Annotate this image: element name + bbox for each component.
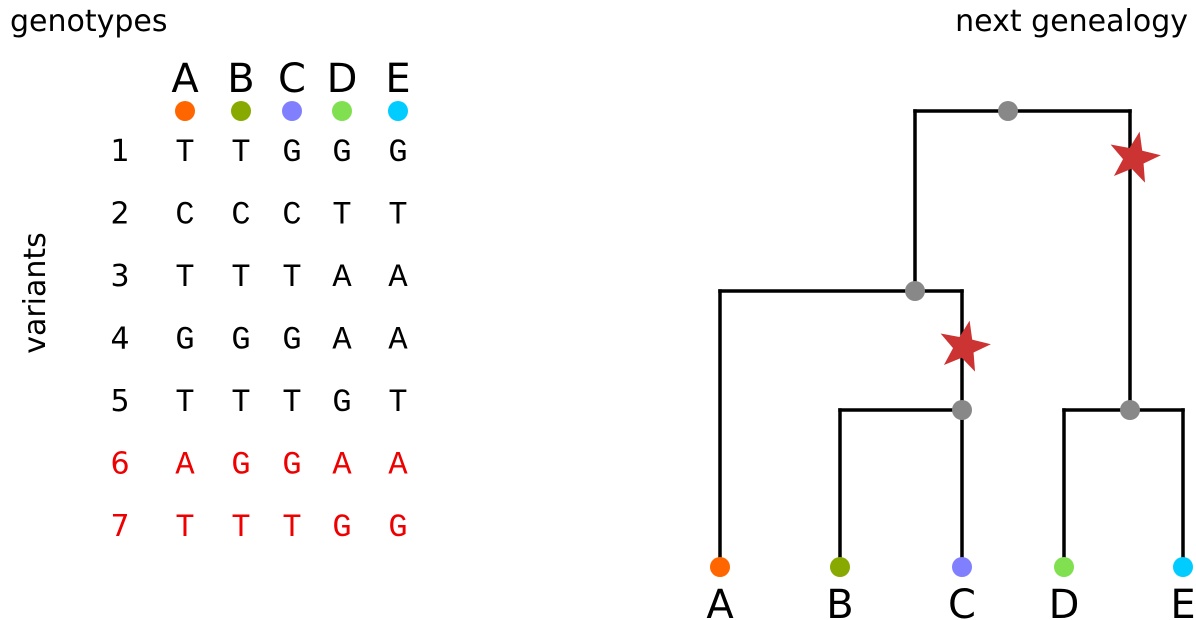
tree-leaf-labels: A B C D E [706, 582, 1195, 620]
genotype-cell-3-E: A [388, 259, 408, 296]
sample-header-C: C [278, 56, 306, 102]
genealogy-tree: A B C D E [706, 101, 1196, 620]
leaf-label-B: B [826, 582, 853, 620]
genotype-cell-1-C: G [282, 134, 301, 171]
internal-node-root [998, 101, 1018, 121]
sample-color-dot-B [231, 101, 251, 121]
genotype-cell-4-B: G [231, 322, 250, 359]
genotype-cell-7-D: G [332, 509, 351, 546]
genotype-cell-5-B: T [231, 384, 250, 421]
sample-header-E: E [385, 56, 410, 102]
genotype-cell-2-D: T [332, 197, 351, 234]
variant-number-6: 6 [110, 447, 129, 482]
sample-color-dot-E [388, 101, 408, 121]
leaf-node-A [710, 557, 730, 577]
genotype-cell-3-D: A [332, 259, 352, 296]
sample-color-dot-C [282, 101, 302, 121]
internal-node-DE [1120, 400, 1140, 420]
leaf-label-C: C [948, 582, 976, 620]
genotype-cell-4-C: G [282, 322, 301, 359]
leaf-node-B [830, 557, 850, 577]
leaf-node-E [1173, 557, 1193, 577]
variant-number-3: 3 [110, 259, 129, 294]
genotypes-title: genotypes [10, 4, 168, 39]
genotype-cell-7-A: T [175, 509, 194, 546]
mutation-star-icon-DE [1110, 131, 1161, 183]
genotype-cell-5-E: T [388, 384, 407, 421]
genotype-cell-2-E: T [388, 197, 407, 234]
genotype-cell-1-B: T [231, 134, 250, 171]
sample-color-dot-A [175, 101, 195, 121]
genotype-cell-2-C: C [282, 197, 301, 234]
tree-mutations [940, 131, 1161, 372]
genotype-cell-1-D: G [332, 134, 351, 171]
genotype-cell-7-B: T [231, 509, 250, 546]
genotype-cell-4-D: A [332, 322, 352, 359]
genotype-cell-2-B: C [231, 197, 250, 234]
variants-axis-label: variants [18, 232, 53, 354]
mutation-star-icon-BC [940, 320, 991, 372]
variant-number-2: 2 [110, 197, 129, 232]
sample-header-B: B [227, 56, 254, 102]
genotype-cell-6-D: A [332, 447, 352, 484]
genotype-cell-3-B: T [231, 259, 250, 296]
genotype-cell-5-A: T [175, 384, 194, 421]
genotype-cell-2-A: C [175, 197, 194, 234]
genotype-cell-4-A: G [175, 322, 194, 359]
genotype-cell-1-E: G [388, 134, 407, 171]
tree-nodes [710, 101, 1193, 577]
next-genealogy-title: next genealogy [955, 4, 1188, 39]
genotype-cell-7-E: G [388, 509, 407, 546]
sample-header-D: D [327, 56, 358, 102]
sample-header-A: A [171, 56, 199, 102]
genotype-cell-6-B: G [231, 447, 250, 484]
genotype-cell-6-E: A [388, 447, 408, 484]
variant-number-5: 5 [110, 384, 129, 419]
sample-color-dot-D [332, 101, 352, 121]
variant-number-7: 7 [110, 509, 129, 544]
leaf-label-E: E [1170, 582, 1195, 620]
variant-number-1: 1 [110, 134, 129, 169]
internal-node-ABC [905, 281, 925, 301]
leaf-label-A: A [706, 582, 734, 620]
genotype-cell-6-C: G [282, 447, 301, 484]
genotype-cell-4-E: A [388, 322, 408, 359]
leaf-label-D: D [1049, 582, 1080, 620]
genotype-cell-5-C: T [282, 384, 301, 421]
leaf-node-D [1054, 557, 1074, 577]
genotype-cell-6-A: A [175, 447, 195, 484]
internal-node-BC [952, 400, 972, 420]
genotype-cell-1-A: T [175, 134, 194, 171]
leaf-node-C [952, 557, 972, 577]
genotype-cell-3-C: T [282, 259, 301, 296]
genotype-cell-3-A: T [175, 259, 194, 296]
genotype-cell-7-C: T [282, 509, 301, 546]
variant-number-4: 4 [110, 322, 129, 357]
genotype-cell-5-D: G [332, 384, 351, 421]
